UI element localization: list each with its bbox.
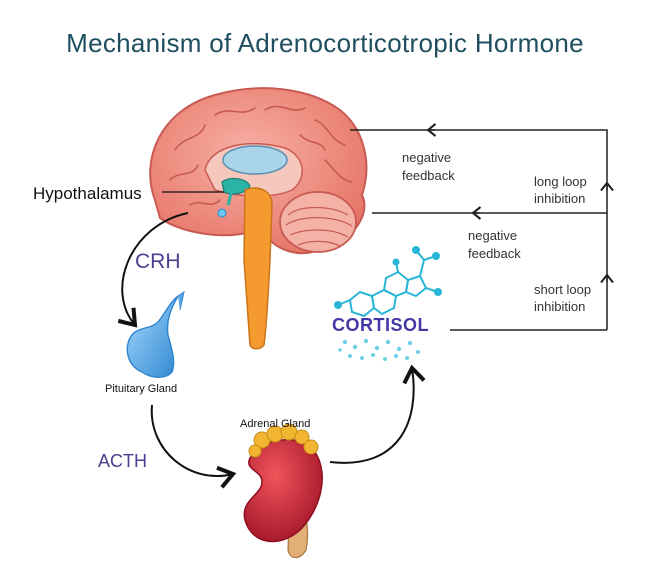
cortisol-molecule [334,246,442,318]
pituitary-gland [126,290,185,378]
cortisol-particles [338,338,420,361]
negative-feedback-2-line1: negative [468,228,517,243]
crh-label: CRH [135,250,181,273]
negative-feedback-2: negative feedback [468,228,521,261]
negative-feedback-1: negative feedback [402,150,455,183]
cerebellum [279,191,357,253]
adrenal-label: Adrenal Gland [240,418,311,430]
adrenal-fat [248,423,319,458]
pituitary-label: Pituitary Gland [105,383,178,395]
page-title: Mechanism of Adrenocorticotropic Hormone [66,28,584,58]
short-loop-line1: short loop [534,282,591,297]
brain-stem [243,187,273,350]
negative-feedback-1-line1: negative [402,150,451,165]
adrenal-kidney [243,423,323,559]
long-loop-inhibition: long loop inhibition [534,174,590,206]
hypothalamus-region [221,177,251,195]
arrow-pituitary-to-adrenal [150,404,237,489]
feedback-lines [350,123,614,331]
short-loop-inhibition: short loop inhibition [534,282,595,314]
arrow-adrenal-to-cortisol [329,364,426,464]
long-loop-line2: inhibition [534,191,585,206]
negative-feedback-1-line2: feedback [402,168,455,183]
brain-illustration [149,87,368,350]
hypothalamus-label: Hypothalamus [33,184,142,203]
cortisol-label: CORTISOL [332,315,429,335]
acth-label: ACTH [98,451,147,471]
flow-arrows [117,212,426,489]
arrow-hypothalamus-to-pituitary [117,212,189,328]
short-loop-line2: inhibition [534,299,585,314]
negative-feedback-2-line2: feedback [468,246,521,261]
long-loop-line1: long loop [534,174,587,189]
